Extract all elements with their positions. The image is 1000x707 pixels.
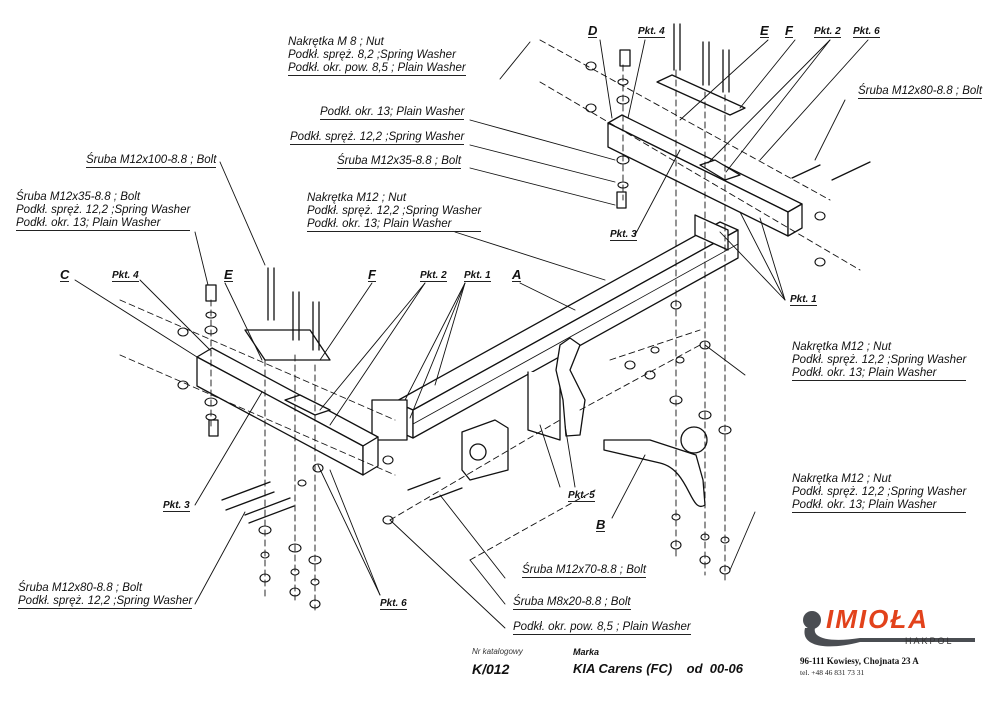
callout-bolt-m8x20: Śruba M8x20-8.8 ; Bolt — [513, 596, 631, 610]
point-6-left: Pkt. 6 — [380, 598, 407, 610]
callout-bolt-m12x80-right: Śruba M12x80-8.8 ; Bolt — [858, 85, 983, 99]
callout-line: Podkł. okr. 13; Plain Washer — [16, 217, 161, 229]
callout-line: Podkł. spręż. 12,2 ;Spring Washer — [792, 486, 967, 498]
tow-hook-b — [527, 337, 708, 508]
callout-line: Podkł. okr. pow. 8,5 ; Plain Washer — [288, 62, 466, 74]
washers — [177, 61, 826, 609]
callout-bottom-left-group: Śruba M12x80-8.8 ; Bolt Podkł. spręż. 12… — [18, 582, 193, 609]
part-letter-e-right: E — [760, 23, 769, 38]
point-5: Pkt. 5 — [568, 490, 595, 502]
callout-line: Podkł. spręż. 12,2 ;Spring Washer — [792, 354, 967, 366]
callout-line: Nakrętka M12 ; Nut — [792, 473, 892, 485]
part-letter-a: A — [512, 267, 522, 282]
callout-left-bolt-group: Śruba M12x35-8.8 ; Bolt Podkł. spręż. 12… — [16, 191, 191, 231]
brand-logo-mark — [803, 611, 975, 647]
callout-line: Nakrętka M 8 ; Nut — [288, 36, 384, 48]
part-letter-f-left: F — [368, 267, 376, 282]
callout-line: Podkł. spręż. 8,2 ;Spring Washer — [288, 49, 456, 61]
callout-line: Nakrętka M12 ; Nut — [307, 192, 407, 204]
callout-bolt-m12x70: Śruba M12x70-8.8 ; Bolt — [522, 564, 647, 578]
bracket-c — [196, 329, 379, 476]
callout-line: Podkł. okr. 13; Plain Washer — [307, 218, 452, 230]
point-3-left: Pkt. 3 — [163, 500, 190, 512]
callout-line: Podkł. spręż. 12,2 ;Spring Washer — [16, 204, 191, 216]
part-letter-e-left: E — [224, 267, 233, 282]
catalog-number-label: Nr katalogowy — [472, 647, 523, 656]
catalog-number-value: K/012 — [472, 661, 510, 677]
callout-right-nut-group-2: Nakrętka M12 ; Nut Podkł. spręż. 12,2 ;S… — [792, 473, 967, 513]
point-4-right: Pkt. 4 — [638, 26, 665, 38]
callout-m8-nut-group: Nakrętka M 8 ; Nut Podkł. spręż. 8,2 ;Sp… — [288, 36, 466, 76]
callout-right-nut-group-1: Nakrętka M12 ; Nut Podkł. spręż. 12,2 ;S… — [792, 341, 967, 381]
callout-line: Podkł. okr. 13; Plain Washer — [792, 499, 937, 511]
brand-subtitle: HAKPOL — [905, 636, 954, 646]
callout-line: Nakrętka M12 ; Nut — [792, 341, 892, 353]
callout-plain-washer-8-5: Podkł. okr. pow. 8,5 ; Plain Washer — [513, 621, 691, 635]
brand-phone: tel. +48 46 831 73 31 — [800, 668, 865, 677]
callout-bolt-m12x100: Śruba M12x100-8.8 ; Bolt — [86, 154, 217, 168]
point-1-left: Pkt. 1 — [464, 270, 491, 282]
point-6-right: Pkt. 6 — [853, 26, 880, 38]
callout-bolt-m12x35: Śruba M12x35-8.8 ; Bolt — [337, 155, 462, 169]
crossbar-a — [371, 214, 739, 441]
callout-spring-washer-12: Podkł. spręż. 12,2 ;Spring Washer — [290, 131, 465, 145]
callout-line: Podkł. spręż. 12,2 ;Spring Washer — [307, 205, 482, 217]
point-2-right: Pkt. 2 — [814, 26, 841, 38]
callout-line: Podkł. okr. 13; Plain Washer — [792, 367, 937, 379]
part-letter-f-right: F — [785, 23, 793, 38]
part-letter-b: B — [596, 517, 606, 532]
make-value: KIA Carens (FC) od 00-06 — [573, 661, 743, 676]
callout-plain-washer-13: Podkł. okr. 13; Plain Washer — [320, 106, 465, 120]
callout-line: Śruba M12x80-8.8 ; Bolt — [18, 582, 143, 594]
point-3-right: Pkt. 3 — [610, 229, 637, 241]
bolts — [205, 23, 871, 524]
callout-line: Podkł. spręż. 12,2 ;Spring Washer — [18, 595, 193, 607]
socket-plate — [461, 419, 509, 481]
part-letter-d: D — [588, 23, 598, 38]
point-2-left: Pkt. 2 — [420, 270, 447, 282]
brand-address: 96-111 Kowiesy, Chojnata 23 A — [800, 656, 919, 666]
callout-line: Śruba M12x35-8.8 ; Bolt — [16, 191, 141, 203]
part-letter-c: C — [60, 267, 70, 282]
point-1-right: Pkt. 1 — [790, 294, 817, 306]
callout-mid-nut-group: Nakrętka M12 ; Nut Podkł. spręż. 12,2 ;S… — [307, 192, 482, 232]
brand-name: IMIOŁA — [826, 604, 929, 634]
make-label: Marka — [573, 647, 600, 657]
point-4-left: Pkt. 4 — [112, 270, 139, 282]
